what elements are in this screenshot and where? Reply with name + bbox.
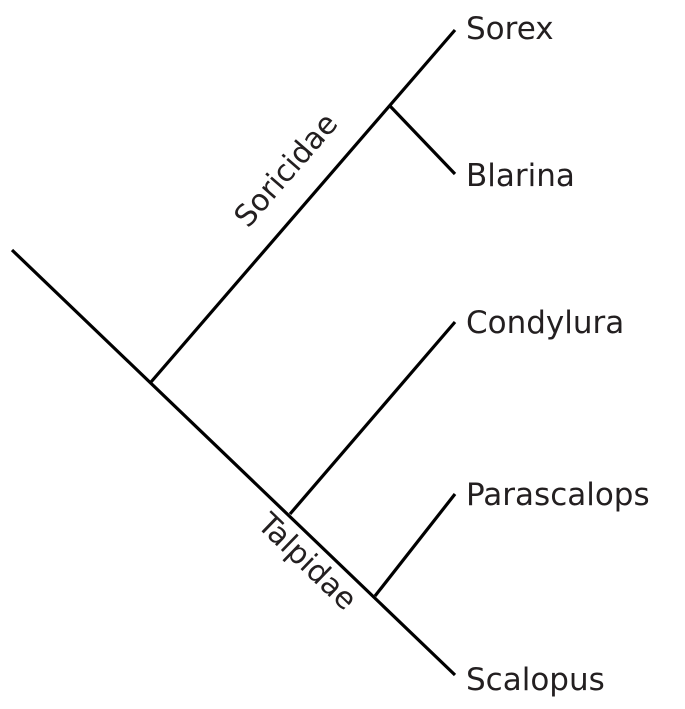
taxon-label-parascalops: Parascalops <box>466 477 650 513</box>
clade-label-talpidae: Talpidae <box>250 506 364 618</box>
clade-label-soricidae: Soricidae <box>228 107 345 235</box>
taxon-label-blarina: Blarina <box>466 158 575 194</box>
blarina-branch <box>388 104 457 176</box>
taxon-label-scalopus: Scalopus <box>466 662 605 698</box>
root-to-scalopus-branch <box>10 248 457 677</box>
taxon-label-condylura: Condylura <box>466 305 624 341</box>
condylura-branch <box>288 320 457 516</box>
soricidae-branch <box>149 28 457 384</box>
taxon-label-sorex: Sorex <box>466 11 554 47</box>
parascalops-branch <box>373 493 457 597</box>
